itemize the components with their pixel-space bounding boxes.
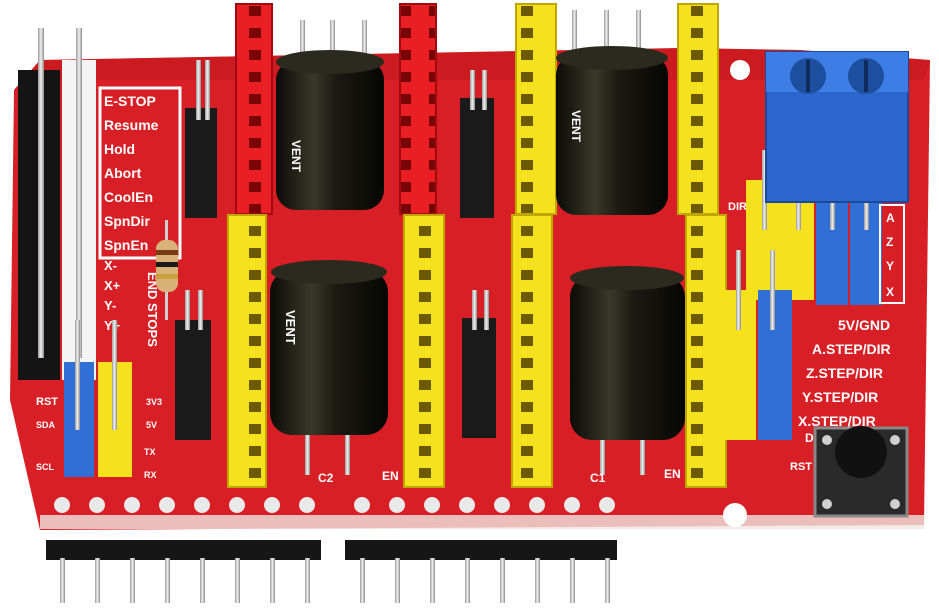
capacitor-4 [570,266,685,440]
label-spndir: SpnDir [104,213,150,229]
label-end-stops: END STOPS [145,272,160,347]
i2c-headers [64,320,132,477]
label-spnen: SpnEn [104,237,148,253]
jumper-pins [185,60,489,330]
driver-socket-yellow-bottom-2 [403,214,445,488]
driver-socket-red-2 [399,3,437,215]
label-resume: Resume [104,117,159,133]
capacitor-2: VENT [556,46,668,215]
capacitor-1: VENT [276,50,384,210]
label-d: D [805,431,814,445]
label-sda: SDA [36,420,56,430]
resistor [156,220,178,320]
label-tx: TX [144,447,156,457]
cap-brand-2: VENT [569,110,583,143]
label-rst-left: RST [36,396,58,408]
microstep-jumpers [724,150,882,440]
axis-a: A [886,211,895,225]
axis-z: Z [886,235,893,249]
label-rx: RX [144,470,157,480]
cap-label-c1: C1 [590,471,606,485]
label-y-minus: Y- [104,298,116,313]
label-x-step-dir: X.STEP/DIR [798,413,876,429]
label-3v3: 3V3 [146,397,162,407]
right-axis-labels: A Z Y X [879,204,905,304]
jumper-headers [175,98,496,440]
label-x-plus: X+ [104,278,121,293]
label-y-step-dir: Y.STEP/DIR [802,389,878,405]
cap-silk-labels: C2 C1 EN EN RX TX SDA SCL 3V3 5V DIR D [36,201,814,485]
driver-socket-yellow-top-right [677,3,719,215]
power-screw-terminal [765,51,909,203]
right-silkscreen: 5V/GND A.STEP/DIR Z.STEP/DIR Y.STEP/DIR … [790,317,891,473]
label-rst-right: RST [790,461,812,473]
label-en-2: EN [664,467,681,481]
label-estop: E-STOP [104,93,156,109]
label-scl: SCL [36,462,55,472]
reset-button [813,426,909,518]
label-5v: 5V [146,420,157,430]
label-5v-gnd: 5V/GND [838,317,890,333]
cap-label-c2: C2 [318,471,334,485]
cap-brand-1: VENT [289,140,303,173]
label-coolen: CoolEn [104,189,153,205]
cap-brand-3: VENT [283,310,298,345]
driver-socket-yellow-top-left [515,3,557,215]
axis-x: X [886,285,894,299]
driver-socket-yellow-bottom-4 [685,214,727,488]
left-silkscreen: E-STOP Resume Hold Abort CoolEn SpnDir S… [36,86,182,408]
label-x-minus: X- [104,258,117,273]
label-en-1: EN [382,469,399,483]
label-dir: DIR [728,201,747,213]
driver-socket-yellow-bottom-3 [511,214,553,488]
label-hold: Hold [104,141,135,157]
capacitor-3: VENT [270,260,388,435]
label-abort: Abort [104,165,142,181]
left-pin-header [18,28,96,380]
label-a-step-dir: A.STEP/DIR [812,341,891,357]
label-z-step-dir: Z.STEP/DIR [806,365,883,381]
bottom-header-pins [46,497,617,603]
driver-socket-red-1 [235,3,273,215]
driver-socket-yellow-bottom-1 [227,214,267,488]
capacitor-legs [300,10,645,475]
axis-y: Y [886,259,894,273]
